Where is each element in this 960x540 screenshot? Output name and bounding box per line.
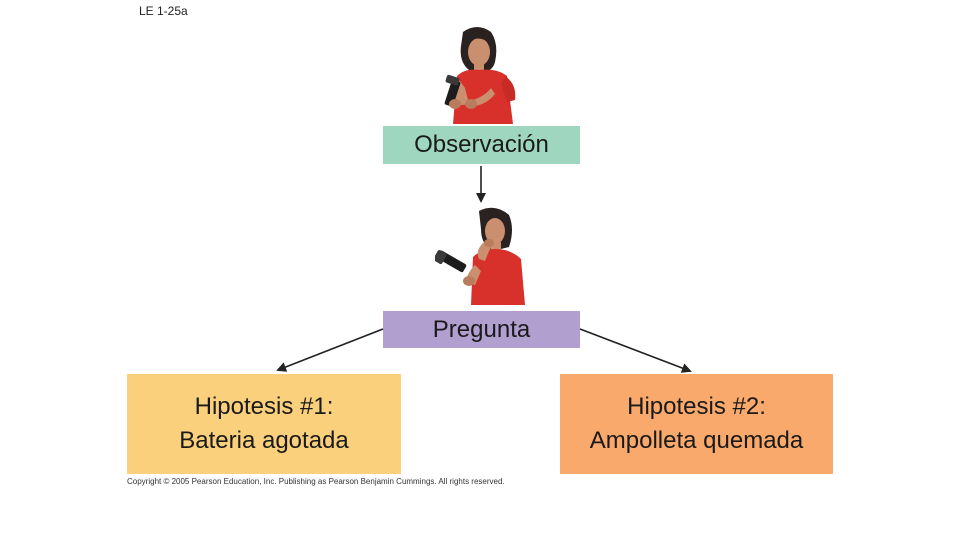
arrow-question-to-hypothesis-1 [278,329,383,370]
copyright-notice: Copyright © 2005 Pearson Education, Inc.… [127,477,505,486]
arrow-question-to-hypothesis-2 [580,329,690,371]
